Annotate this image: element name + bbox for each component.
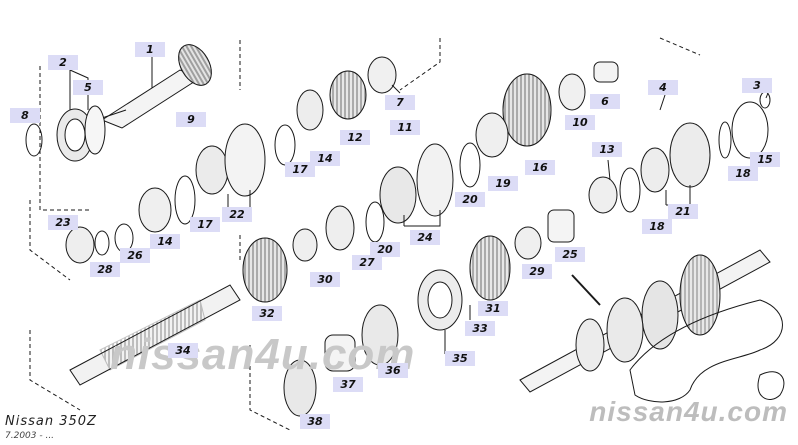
callout-23[interactable]: 23: [48, 215, 78, 230]
callout-25[interactable]: 25: [555, 247, 585, 262]
gear-row-top: [296, 56, 771, 214]
callout-13[interactable]: 13: [592, 142, 622, 157]
callout-12[interactable]: 12: [340, 130, 370, 145]
callout-3[interactable]: 3: [742, 78, 772, 93]
callout-30[interactable]: 30: [310, 272, 340, 287]
callout-11[interactable]: 11: [390, 120, 420, 135]
callout-1[interactable]: 1: [135, 42, 165, 57]
assembled-shaft: [519, 249, 771, 393]
callout-18a[interactable]: 18: [728, 166, 758, 181]
callout-32[interactable]: 32: [252, 306, 282, 321]
main-shaft: [69, 284, 241, 386]
callout-10[interactable]: 10: [565, 115, 595, 130]
callout-38[interactable]: 38: [300, 414, 330, 429]
caption-model: Nissan 350Z: [5, 414, 97, 429]
callout-24[interactable]: 24: [410, 230, 440, 245]
callout-36[interactable]: 36: [378, 363, 408, 378]
callout-4[interactable]: 4: [648, 80, 678, 95]
callout-2[interactable]: 2: [48, 55, 78, 70]
callout-26[interactable]: 26: [120, 248, 150, 263]
callout-35[interactable]: 35: [445, 351, 475, 366]
callout-15[interactable]: 15: [750, 152, 780, 167]
callout-16[interactable]: 16: [525, 160, 555, 175]
diagram-linework: [25, 37, 785, 431]
callout-29[interactable]: 29: [522, 264, 552, 279]
callout-33[interactable]: 33: [465, 321, 495, 336]
callout-21[interactable]: 21: [668, 204, 698, 219]
callout-5[interactable]: 5: [73, 80, 103, 95]
callout-6[interactable]: 6: [590, 94, 620, 109]
callout-22[interactable]: 22: [222, 207, 252, 222]
callout-14a[interactable]: 14: [310, 151, 340, 166]
callout-9[interactable]: 9: [176, 112, 206, 127]
caption-date: 7.2003 - ...: [5, 431, 55, 441]
gasket-outline: [629, 299, 783, 403]
callout-31[interactable]: 31: [478, 301, 508, 316]
callout-28[interactable]: 28: [90, 262, 120, 277]
callout-20b[interactable]: 20: [370, 242, 400, 257]
callout-8[interactable]: 8: [10, 108, 40, 123]
callout-17b[interactable]: 17: [190, 217, 220, 232]
callout-19[interactable]: 19: [488, 176, 518, 191]
callout-20a[interactable]: 20: [455, 192, 485, 207]
watermark-center: nissan4u.com: [110, 330, 416, 379]
gear-row-middle: [65, 123, 601, 417]
bearing-2: [56, 105, 106, 162]
small-gasket: [757, 371, 785, 400]
callout-14b[interactable]: 14: [150, 234, 180, 249]
callout-17a[interactable]: 17: [285, 162, 315, 177]
callout-37[interactable]: 37: [333, 377, 363, 392]
callout-27[interactable]: 27: [352, 255, 382, 270]
watermark-brand: nissan4u.com: [589, 396, 788, 427]
callout-34[interactable]: 34: [168, 343, 198, 358]
callout-7[interactable]: 7: [385, 95, 415, 110]
callout-18b[interactable]: 18: [642, 219, 672, 234]
snap-ring-8: [25, 123, 43, 157]
